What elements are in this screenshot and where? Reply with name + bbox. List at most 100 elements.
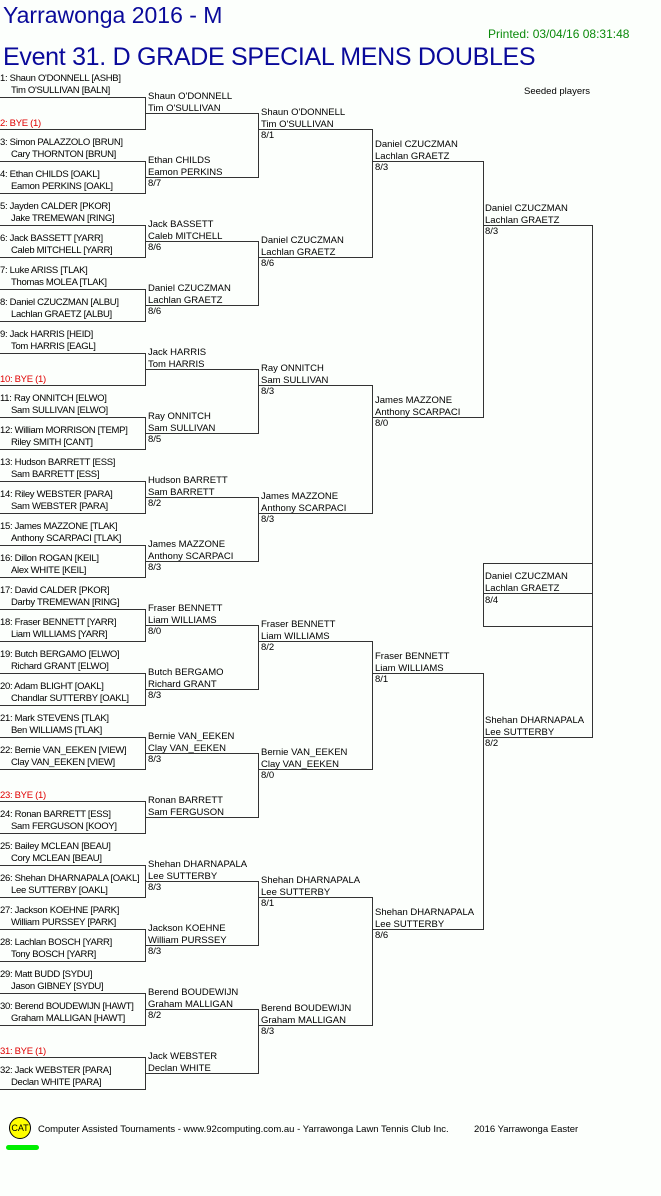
entry-player-2: Eamon PERKINS [OAKL] xyxy=(11,181,113,192)
draw-line xyxy=(258,385,373,386)
match-score: 8/6 xyxy=(148,242,162,253)
draw-connector xyxy=(258,113,259,178)
winner-player-2: Sam FERGUSON xyxy=(148,807,225,818)
entry-player-2: Thomas MOLEA [TLAK] xyxy=(11,277,107,288)
entry-player-1: 5: Jayden CALDER [PKOR] xyxy=(0,201,111,212)
entry-player-2: Liam WILLIAMS [YARR] xyxy=(11,629,108,640)
entry-player-2: Sam FERGUSON [KOOY] xyxy=(11,821,117,832)
winner-player-1: Shehan DHARNAPALA xyxy=(261,875,361,886)
draw-line xyxy=(0,769,146,770)
draw-line xyxy=(0,897,146,898)
match-score: 8/7 xyxy=(148,178,162,189)
winner-player-2: Anthony SCARPACI xyxy=(375,407,461,418)
winner-player-2: Tim O'SULLIVAN xyxy=(148,103,221,114)
draw-line xyxy=(145,1009,259,1010)
draw-connector xyxy=(372,385,373,514)
winner-player-1: Fraser BENNETT xyxy=(375,651,450,662)
winner-player-1: Bernie VAN_EEKEN xyxy=(148,731,235,742)
winner-player-2: Liam WILLIAMS xyxy=(375,663,444,674)
entry-player-1: 11: Ray ONNITCH [ELWO] xyxy=(0,393,107,404)
match-score: 8/2 xyxy=(485,738,499,749)
winner-player-2: Anthony SCARPACI xyxy=(261,503,347,514)
entry-player-2: Anthony SCARPACI [TLAK] xyxy=(11,533,122,544)
draw-line xyxy=(145,625,259,626)
entry-player-1: 20: Adam BLIGHT [OAKL] xyxy=(0,681,104,692)
cat-logo-icon: CAT xyxy=(9,1117,31,1139)
draw-line xyxy=(0,833,146,834)
entry-player-1: 14: Riley WEBSTER [PARA] xyxy=(0,489,113,500)
draw-connector xyxy=(258,241,259,306)
match-score: 8/1 xyxy=(375,674,389,685)
match-score: 8/1 xyxy=(261,130,275,141)
winner-player-1: Berend BOUDEWIJN xyxy=(148,987,239,998)
draw-line xyxy=(0,609,146,610)
entry-player-2: Chandlar SUTTERBY [OAKL] xyxy=(11,693,129,704)
winner-player-1: Ethan CHILDS xyxy=(148,155,211,166)
draw-connector xyxy=(483,161,484,418)
entry-player-1: 19: Butch BERGAMO [ELWO] xyxy=(0,649,120,660)
entry-bye: 23: BYE (1) xyxy=(0,790,46,801)
draw-line xyxy=(372,673,484,674)
entry-player-2: Caleb MITCHELL [YARR] xyxy=(11,245,113,256)
match-score: 8/3 xyxy=(261,1026,275,1037)
winner-player-2: Clay VAN_EEKEN xyxy=(261,759,339,770)
entry-player-1: 17: David CALDER [PKOR] xyxy=(0,585,110,596)
winner-player-2: Sam BARRETT xyxy=(148,487,215,498)
entry-player-2: Sam SULLIVAN [ELWO] xyxy=(11,405,108,416)
entry-bye: 31: BYE (1) xyxy=(0,1046,46,1057)
entry-player-2: Tom HARRIS [EAGL] xyxy=(11,341,96,352)
entry-player-1: 4: Ethan CHILDS [OAKL] xyxy=(0,169,100,180)
entry-player-2: Cary THORNTON [BRUN] xyxy=(11,149,117,160)
draw-line xyxy=(0,289,146,290)
winner-player-1: Butch BERGAMO xyxy=(148,667,224,678)
draw-connector xyxy=(258,625,259,690)
winner-player-1: Fraser BENNETT xyxy=(261,619,336,630)
draw-line xyxy=(145,945,259,946)
winner-player-2: Lachlan GRAETZ xyxy=(485,215,560,226)
draw-line xyxy=(145,113,259,114)
draw-line xyxy=(145,753,259,754)
entry-player-1: 29: Matt BUDD [SYDU] xyxy=(0,969,93,980)
draw-line xyxy=(145,1073,259,1074)
draw-connector xyxy=(258,369,259,434)
match-score: 8/3 xyxy=(148,882,162,893)
final-score: 8/4 xyxy=(485,595,499,606)
winner-player-2: Lachlan GRAETZ xyxy=(148,295,223,306)
match-score: 8/3 xyxy=(148,946,162,957)
winner-player-2: Lee SUTTERBY xyxy=(148,871,218,882)
draw-line xyxy=(483,225,593,226)
entry-player-1: 7: Luke ARISS [TLAK] xyxy=(0,265,88,276)
entry-player-1: 25: Bailey MCLEAN [BEAU] xyxy=(0,841,111,852)
winner-player-1: Jackson KOEHNE xyxy=(148,923,226,934)
draw-line xyxy=(145,561,259,562)
footer-credits: Computer Assisted Tournaments - www.92co… xyxy=(38,1124,449,1135)
draw-connector xyxy=(258,497,259,562)
entry-player-2: Alex WHITE [KEIL] xyxy=(11,565,87,576)
draw-line xyxy=(0,257,146,258)
draw-line xyxy=(0,385,146,386)
entry-player-1: 1: Shaun O'DONNELL [ASHB] xyxy=(0,73,121,84)
entry-player-1: 22: Bernie VAN_EEKEN [VIEW] xyxy=(0,745,127,756)
winner-player-1: James MAZZONE xyxy=(375,395,453,406)
winner-player-1: Berend BOUDEWIJN xyxy=(261,1003,352,1014)
entry-player-2: Declan WHITE [PARA] xyxy=(11,1077,102,1088)
winner-player-2: Sam SULLIVAN xyxy=(261,375,329,386)
draw-line xyxy=(258,129,373,130)
entry-player-1: 28: Lachlan BOSCH [YARR] xyxy=(0,937,112,948)
entry-player-2: Sam BARRETT [ESS] xyxy=(11,469,100,480)
winner-player-1: Shehan DHARNAPALA xyxy=(485,715,585,726)
winner-player-1: Jack BASSETT xyxy=(148,219,214,230)
draw-line xyxy=(145,817,259,818)
draw-connector xyxy=(372,129,373,258)
match-score: 8/0 xyxy=(375,418,389,429)
winner-player-2: Tom HARRIS xyxy=(148,359,205,370)
match-score: 8/2 xyxy=(148,1010,162,1021)
winner-player-1: Daniel CZUCZMAN xyxy=(485,203,568,214)
draw-line xyxy=(0,97,146,98)
draw-line xyxy=(0,929,146,930)
match-score: 8/3 xyxy=(148,754,162,765)
entry-player-2: Richard GRANT [ELWO] xyxy=(11,661,109,672)
draw-line xyxy=(483,737,593,738)
draw-line xyxy=(0,129,146,130)
winner-player-1: Shehan DHARNAPALA xyxy=(375,907,475,918)
